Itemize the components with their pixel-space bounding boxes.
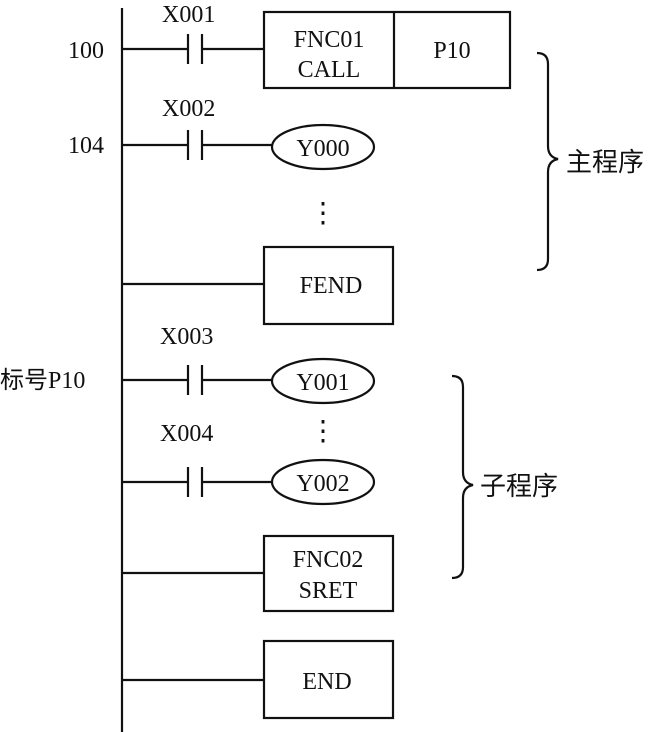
coil-label-y001: Y001 (296, 370, 349, 396)
fend-instruction-box (262, 245, 395, 326)
contact-label-x004: X004 (160, 421, 213, 447)
ellipsis-main: ⋮ (309, 198, 337, 229)
main-program-label: 主程序 (566, 148, 644, 177)
call-fnc-code: FNC01 (294, 27, 365, 53)
contact-label-x002: X002 (162, 96, 215, 122)
contact-label-x003: X003 (160, 324, 213, 350)
coil-label-y002: Y002 (296, 471, 349, 497)
contact-x003 (186, 365, 204, 395)
fend-label: FEND (300, 273, 363, 299)
coil-y001 (270, 357, 376, 405)
sret-mnemonic: SRET (299, 578, 358, 604)
sub-program-brace (451, 374, 474, 580)
contact-x002 (186, 130, 204, 160)
contact-label-x001: X001 (162, 2, 215, 28)
call-instruction-box (262, 10, 512, 90)
main-program-brace (536, 51, 559, 272)
call-mnemonic: CALL (298, 57, 361, 83)
sub-program-label: 子程序 (480, 472, 558, 501)
contact-x004 (186, 467, 204, 497)
coil-y002 (270, 458, 376, 506)
ellipsis-sub: ⋮ (309, 416, 337, 447)
sret-fnc-code: FNC02 (293, 547, 364, 573)
step-number-100: 100 (68, 38, 104, 64)
step-number-104: 104 (68, 133, 104, 159)
coil-label-y000: Y000 (296, 136, 349, 162)
contact-x001 (186, 34, 204, 64)
pointer-label-p10: 标号P10 (0, 367, 85, 394)
call-operand: P10 (433, 38, 470, 64)
sret-instruction-box (262, 534, 395, 613)
end-label: END (302, 669, 351, 695)
coil-y000 (270, 123, 376, 171)
end-instruction-box (262, 639, 395, 720)
